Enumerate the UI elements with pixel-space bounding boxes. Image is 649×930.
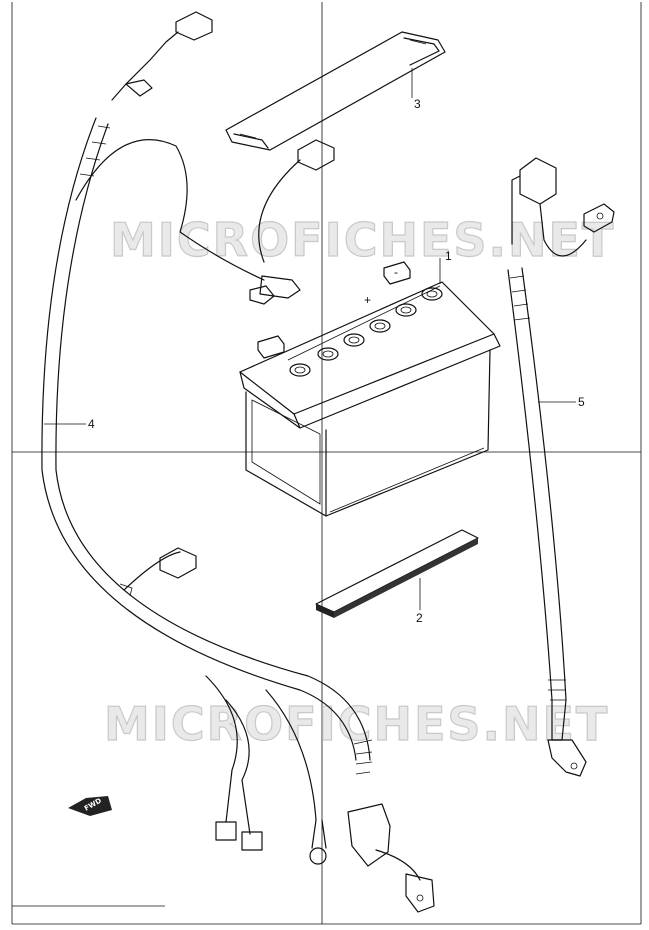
watermark-bottom: MICROFICHES.NET: [104, 697, 609, 751]
battery-terminal-negative: -: [383, 261, 411, 285]
callout-3: 3: [414, 97, 421, 111]
fwd-arrow-icon: FWD: [68, 796, 112, 816]
watermark-top: MICROFICHES.NET: [110, 213, 615, 267]
main-harness: [41, 11, 435, 913]
battery-terminal-positive: +: [257, 293, 371, 359]
svg-text:+: +: [364, 293, 371, 307]
callout-2: 2: [416, 611, 423, 625]
battery-cell-caps: [289, 287, 443, 377]
callout-1: 1: [445, 249, 452, 263]
callout-5: 5: [578, 395, 585, 409]
battery-cable: [507, 157, 615, 777]
battery-pad: [315, 529, 479, 618]
svg-text:-: -: [394, 265, 398, 279]
battery-band: [225, 31, 446, 151]
battery: - +: [239, 258, 501, 517]
callout-4: 4: [88, 417, 95, 431]
